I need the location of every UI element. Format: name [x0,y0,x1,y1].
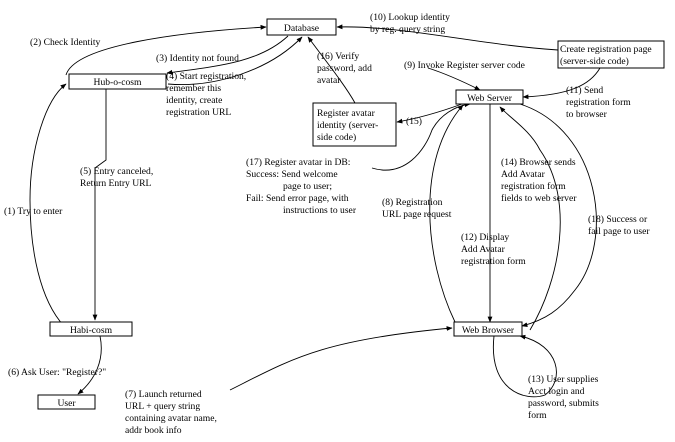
edge-11-send-form [522,67,601,100]
edge-4-label-1: (4) Start registration, [166,71,246,82]
edge-14-label-3: registration form [501,181,566,192]
database-label: Database [284,23,319,34]
create-registration-label-2: (server-side code) [560,56,629,67]
web-server-label: Web Server [467,93,513,104]
edge-18-result-page [519,103,597,327]
hub-o-cosm-label: Hub-o-cosm [94,77,142,88]
create-registration-label-1: Create registration page [560,44,652,55]
edge-10-label-2: by reg. query string [370,24,445,35]
edge-8-label-1: (8) Registration [382,197,443,208]
edges [29,24,601,398]
edge-17-label-4: Fail: Send error page, with [246,193,349,204]
node-user: User [37,394,96,410]
node-habi-cosm: Habi-cosm [49,321,133,337]
node-hub-o-cosm: Hub-o-cosm [68,73,167,90]
edge-6-ask-user [77,335,102,395]
edge-13-label-2: Acct login and [528,386,585,397]
edge-13-label-3: password, submits [528,398,599,409]
edge-14-browser-sends [499,106,561,331]
edge-4-label-3: identity, create [166,95,222,106]
edge-14-label-4: fields to web server [501,193,577,204]
edge-3-label: (3) Identity not found [156,53,239,64]
edge-1-try-to-enter [29,83,67,327]
register-avatar-label-3: side code) [317,132,356,143]
edge-5-label-1: (5) Entry canceled, [80,166,153,177]
edge-16-verify-password [307,36,356,104]
edge-17-register-in-db [371,102,471,171]
edge-17-label-5: instructions to user [283,205,357,216]
edge-labels: (1) Try to enter (2) Check Identity (3) … [4,12,650,436]
edge-10-lookup-identity [336,24,559,51]
edge-9-label: (9) Invoke Register server code [404,60,525,71]
register-avatar-label-2: identity (server- [317,120,378,131]
edge-11-label-2: registration form [566,97,631,108]
edge-5-entry-canceled [92,89,107,321]
edge-1-label: (1) Try to enter [4,206,63,217]
edge-8-label-2: URL page request [382,209,452,220]
edge-12-label-1: (12) Display [461,232,509,243]
edge-15-invoke-avatar [396,103,463,124]
edge-18-label-1: (18) Success or [588,214,648,225]
register-avatar-label-1: Register avatar [317,108,376,119]
habi-cosm-label: Habi-cosm [70,325,113,336]
edge-8-registration-request [429,104,464,323]
node-database: Database [266,18,337,36]
edge-16-label-3: avatar [317,75,341,86]
edge-13-label-4: form [528,410,547,421]
edge-10-label-1: (10) Lookup identity [370,12,450,23]
edge-13-label-1: (13) User supplies [528,374,599,385]
edge-7-label-3: containing avatar name, [125,413,217,424]
edge-15-label: (15) [406,116,422,127]
edge-2-check-identity [65,24,267,76]
edge-14-label-2: Add Avatar [501,169,546,180]
edge-7-label-4: addr book info [125,425,182,436]
edge-4-label-2: remember this [166,83,221,94]
node-web-server: Web Server [455,89,524,105]
edge-9-invoke-register [427,67,481,91]
edge-16-label-2: password, add [317,63,372,74]
edge-2-label: (2) Check Identity [30,37,101,48]
node-web-browser: Web Browser [453,321,523,337]
user-label: User [57,398,76,409]
node-register-avatar: Register avatar identity (server- side c… [312,102,397,147]
edge-12-label-2: Add Avatar [461,244,506,255]
edge-5-label-2: Return Entry URL [80,178,152,189]
nodes: Database Hub-o-cosm Habi-cosm User Web S… [37,18,665,410]
edge-3-identity-not-found [166,35,289,75]
edge-16-label-1: (16) Verify [317,51,359,62]
edge-14-label-1: (14) Browser sends [501,157,576,168]
edge-7-launch-url [229,326,453,391]
edge-13-user-supplies [492,334,557,398]
edge-7-label-1: (7) Launch returned [125,389,202,400]
edge-4-start-registration [167,36,303,85]
edge-4-label-4: registration URL [166,107,231,118]
web-browser-label: Web Browser [462,325,515,336]
edge-17-label-3: page to user; [283,181,332,192]
edge-11-label-3: to browser [566,109,608,120]
edge-17-label-1: (17) Register avatar in DB: [246,157,350,168]
edge-11-label-1: (11) Send [566,85,603,96]
edge-6-label: (6) Ask User: "Register?" [8,367,106,378]
edge-12-label-3: registration form [461,256,526,267]
node-create-registration: Create registration page (server-side co… [557,40,665,69]
edge-7-label-2: URL + query string [125,401,200,412]
edge-17-label-2: Success: Send welcome [246,169,338,180]
edge-18-label-2: fail page to user [588,226,650,237]
